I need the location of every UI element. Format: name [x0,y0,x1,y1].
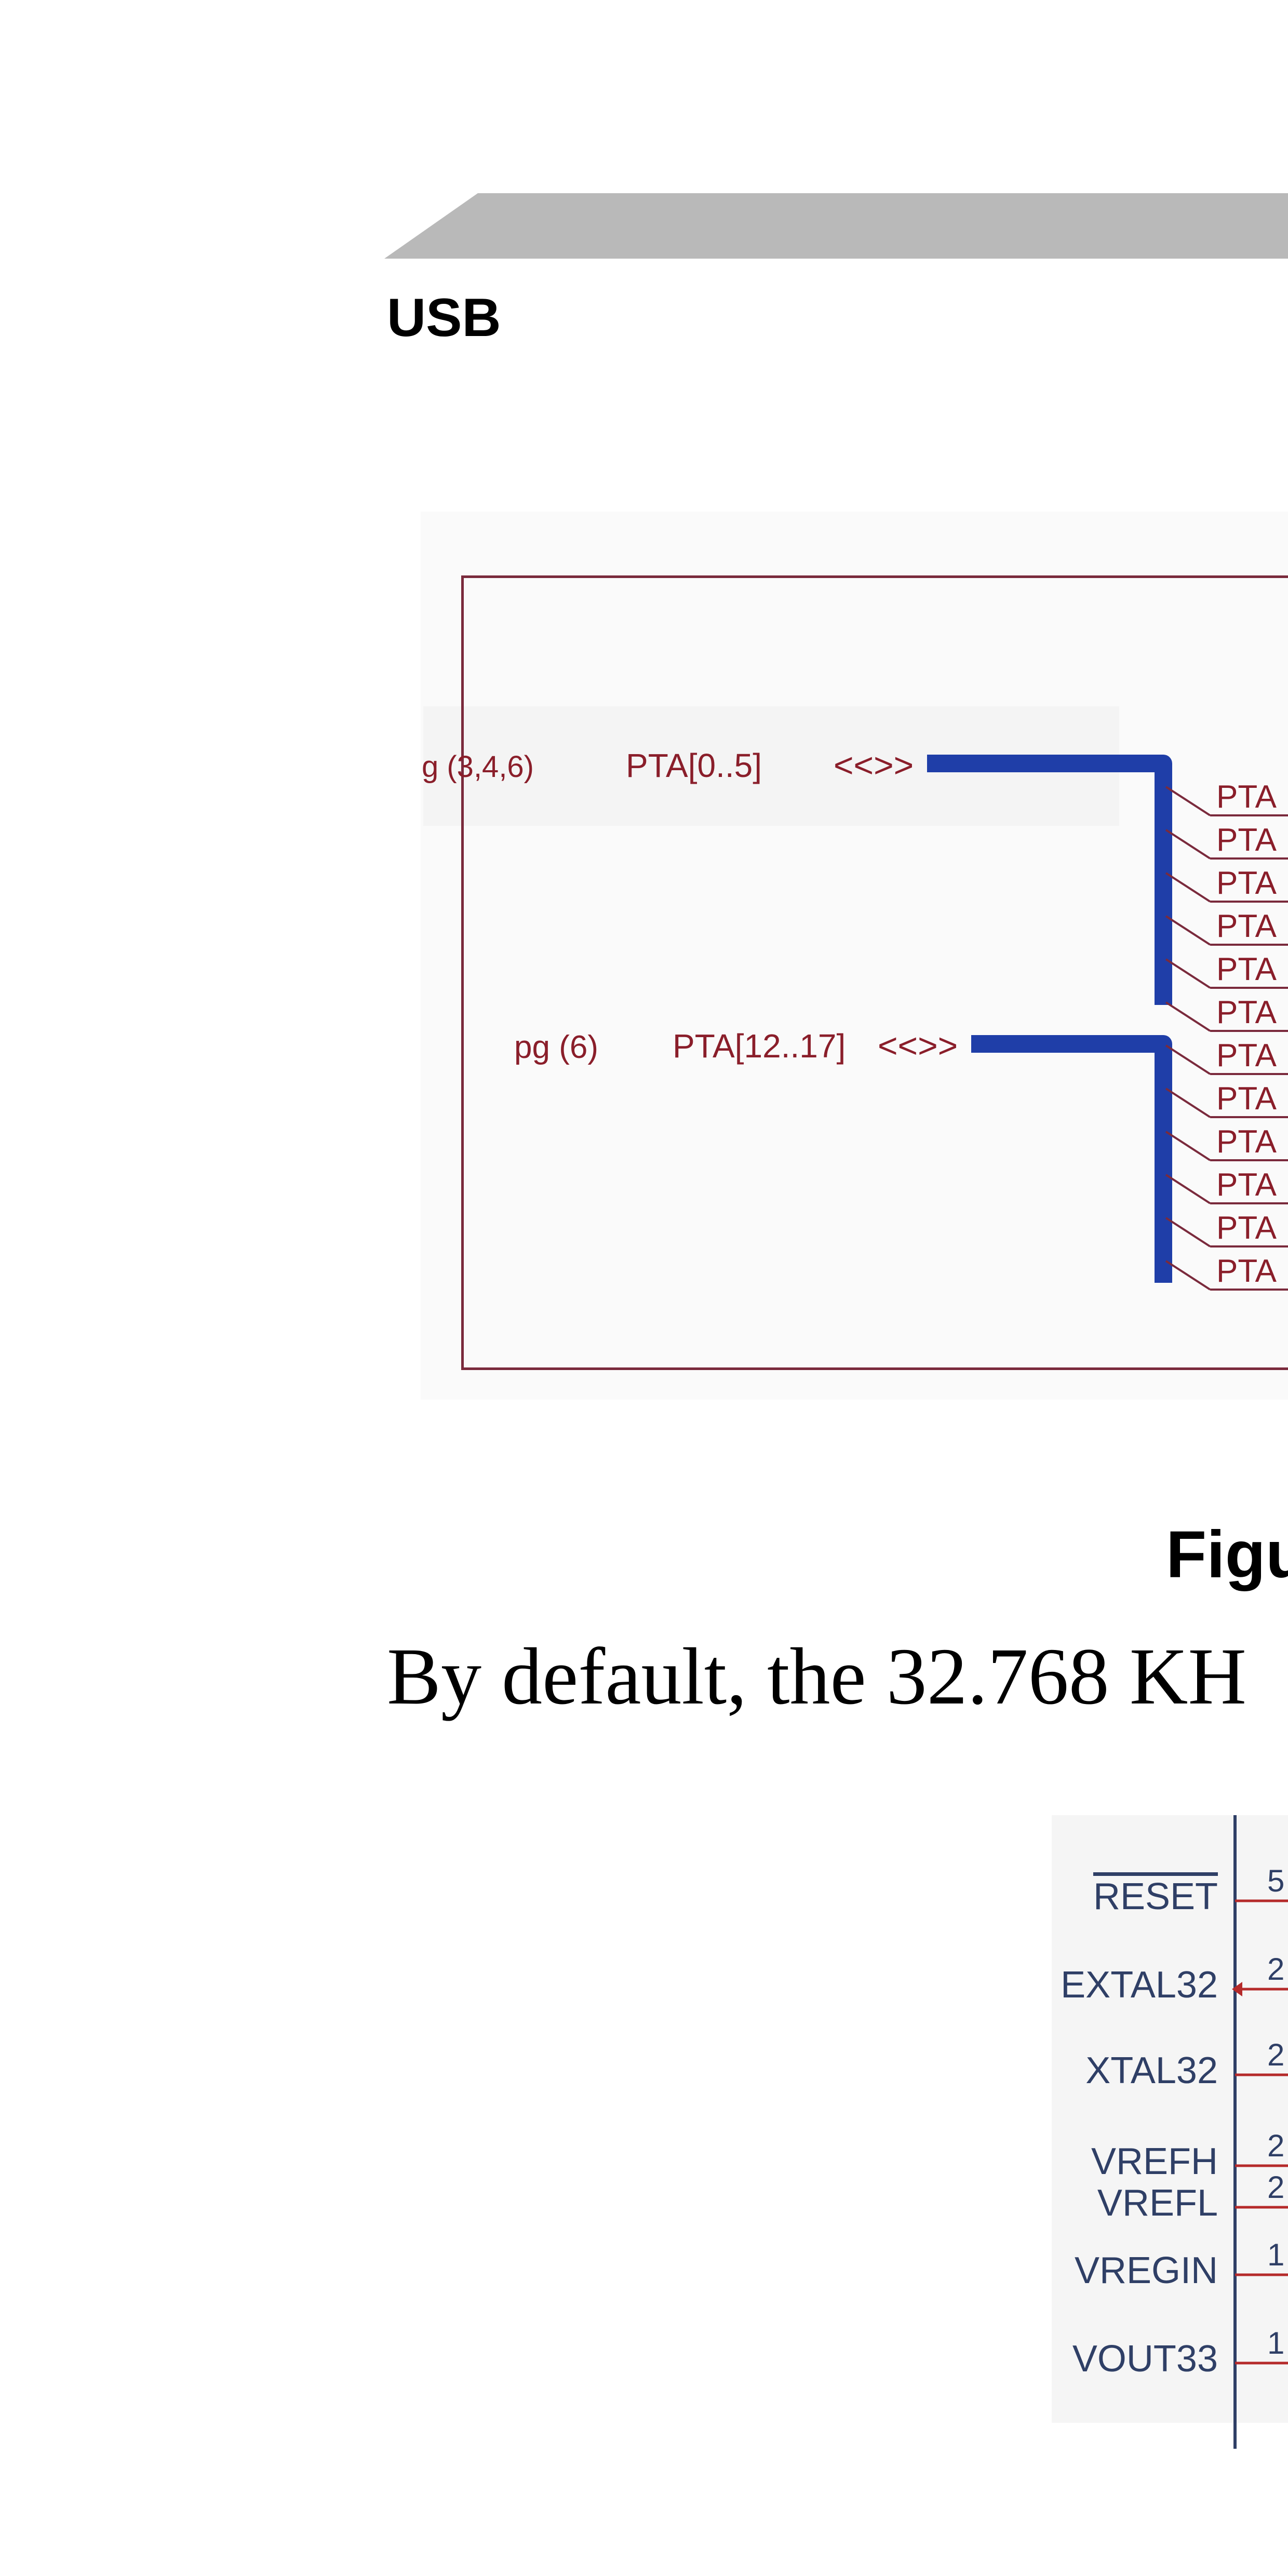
bus1-name: PTA[0..5] [626,747,762,784]
pin-tap [1165,1131,1211,1161]
bus1-page-ref: g (3,4,6) [422,750,534,784]
input-arrow [1232,1982,1242,1996]
pta-pin-label: PTA [1216,995,1277,1030]
pta-pin-label: PTA [1216,908,1277,944]
pin-tap [1165,1088,1211,1118]
pin-label: VREFH [1091,2141,1218,2182]
pin-diagram [1052,1815,1288,2423]
pin-tap [1165,1044,1211,1075]
pta-pin-label: PTA [1216,779,1277,815]
pta-pin-label: PTA [1216,1210,1277,1246]
pin-number: 2 [1267,1952,1285,1987]
bus2-page-ref: pg (6) [514,1029,598,1065]
pin-tap [1165,829,1211,860]
pin-label: EXTAL32 [1061,1964,1218,2006]
pin-number: 1 [1267,2326,1285,2360]
pta-pin-label: PTA [1216,1081,1277,1117]
bus1-connector: <<>> [834,746,914,784]
pin-label: VREGIN [1074,2250,1218,2291]
pin-label: VREFL [1097,2182,1218,2224]
pin-number: 1 [1267,2237,1285,2272]
pin-number: 5 [1267,1863,1285,1898]
section-title: USB [387,288,501,348]
pta-pin-label: PTA [1216,822,1277,858]
figure-caption: Figu [1166,1518,1288,1592]
pin-label: XTAL32 [1085,2050,1218,2091]
bus1-line [927,755,1172,1005]
pin-number: 2 [1267,2037,1285,2072]
schematic-frame [461,575,1288,1370]
pin-tap [1165,1260,1211,1291]
pin-tap [1165,872,1211,903]
schematic-figure [421,512,1288,1400]
schematic-wiring [927,755,1288,1291]
pin-tap [1165,1174,1211,1204]
pin-number: 2 [1267,2128,1285,2163]
pta-pin-label: PTA [1216,1167,1277,1203]
pta-pin-label: PTA [1216,865,1277,901]
pin-tap [1165,786,1211,816]
pin-tap [1165,1217,1211,1247]
pin-tap [1165,1001,1211,1032]
pin-number: 2 [1267,2170,1285,2205]
pin-label: VOUT33 [1072,2338,1218,2380]
section-header-bar [384,193,1288,259]
bus2-name: PTA[12..17] [673,1027,846,1065]
pin-label: RESET [1093,1876,1218,1917]
pta-pin-label: PTA [1216,1253,1277,1289]
body-paragraph: By default, the 32.768 KH [387,1631,1247,1721]
bus2-connector: <<>> [878,1026,958,1065]
pta-pin-label: PTA [1216,1038,1277,1074]
pta-pin-label: PTA [1216,951,1277,987]
bus2-line [971,1035,1172,1283]
pin-tap [1165,958,1211,989]
pin-tap [1165,915,1211,946]
pta-pin-label: PTA [1216,1124,1277,1160]
